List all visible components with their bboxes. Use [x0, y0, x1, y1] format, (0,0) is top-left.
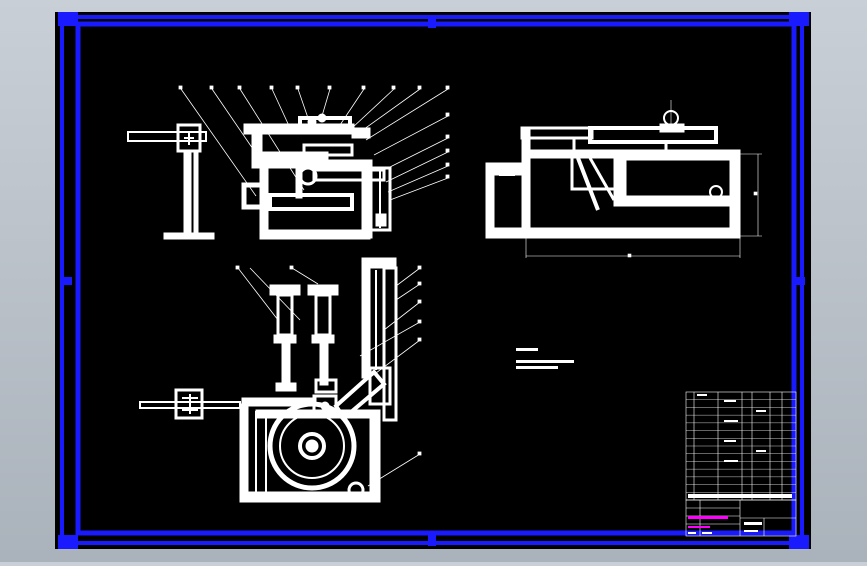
technical-notes: [516, 348, 574, 369]
parts-list-text: [688, 394, 792, 498]
top-view: [139, 257, 398, 503]
parts-list-rows: [686, 399, 796, 493]
title-block-text: [688, 522, 762, 534]
front-view: [127, 113, 392, 240]
side-view-dimensions: [525, 100, 762, 258]
frame-grips[interactable]: [58, 12, 809, 549]
side-view: [485, 110, 741, 239]
title-block-accent: [688, 516, 728, 528]
front-view-balloon-labels: [178, 85, 450, 179]
top-view-balloons: [235, 265, 422, 487]
sheet-background: [55, 12, 811, 549]
front-view-balloons: [178, 85, 450, 201]
